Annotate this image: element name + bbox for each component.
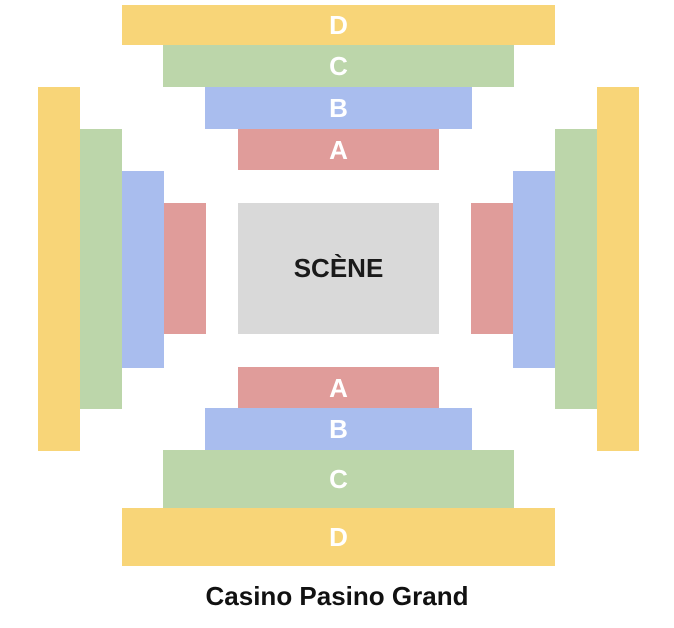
section-left-a[interactable] <box>164 203 206 334</box>
section-top-b[interactable]: B <box>205 87 472 129</box>
section-right-b[interactable] <box>513 171 555 368</box>
section-bottom-c[interactable]: C <box>163 450 514 508</box>
venue-title: Casino Pasino Grand <box>205 581 469 611</box>
stage: SCÈNE <box>238 203 439 334</box>
section-top-c[interactable]: C <box>163 45 514 87</box>
section-right-d[interactable] <box>597 87 639 451</box>
section-left-c[interactable] <box>80 129 122 409</box>
section-left-b[interactable] <box>122 171 164 368</box>
section-top-a[interactable]: A <box>238 129 439 170</box>
section-bottom-a[interactable]: A <box>238 367 439 408</box>
section-right-c[interactable] <box>555 129 597 409</box>
section-bottom-b[interactable]: B <box>205 408 472 450</box>
section-bottom-d[interactable]: D <box>122 508 555 566</box>
section-left-d[interactable] <box>38 87 80 451</box>
section-right-a[interactable] <box>471 203 513 334</box>
section-top-d[interactable]: D <box>122 5 555 45</box>
